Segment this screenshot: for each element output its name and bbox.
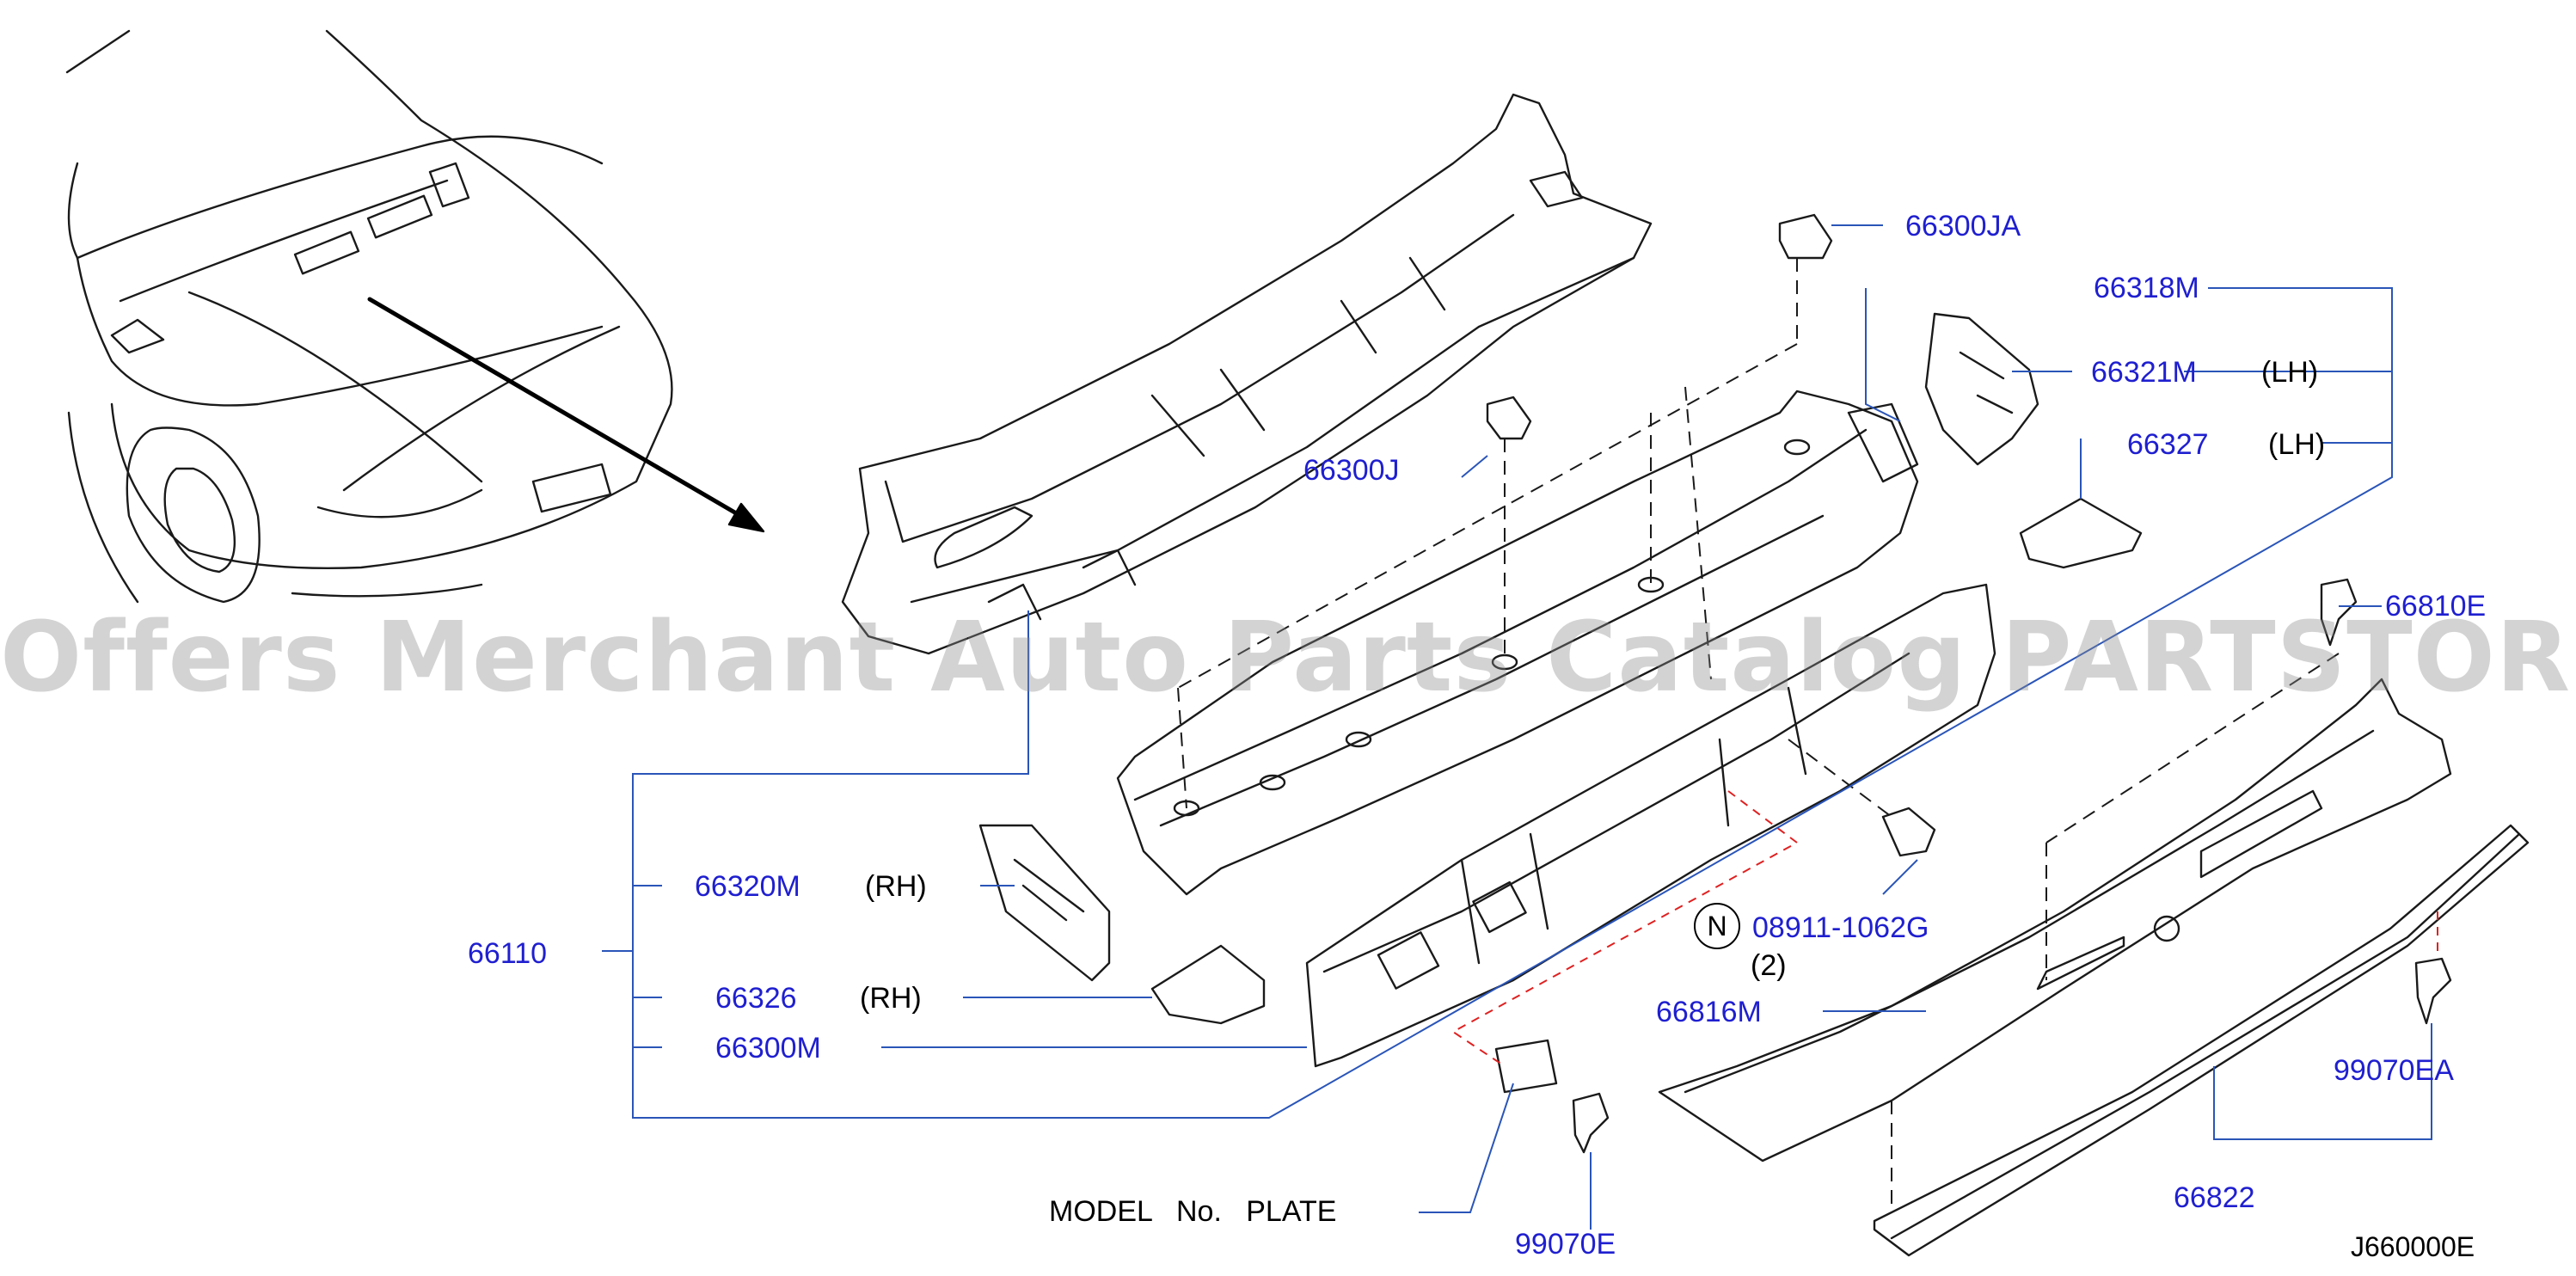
part-label-66318m[interactable]: 66318M (2094, 272, 2199, 304)
part-label-99070e[interactable]: 99070E (1515, 1228, 1616, 1261)
part-label-66110[interactable]: 66110 (468, 937, 548, 970)
part-label-66300j[interactable]: 66300J (1303, 454, 1400, 487)
model-number-plate-label: MODEL No. PLATE (1049, 1195, 1337, 1228)
cowl-top-cover (1658, 678, 2452, 1163)
side-label-66320m: (RH) (865, 870, 927, 903)
diagram-code: J660000E (2351, 1231, 2475, 1262)
side-label-66327: (LH) (2268, 428, 2326, 461)
part-label-66327[interactable]: 66327 (2127, 428, 2209, 461)
model-plate-outline (1451, 790, 2438, 1067)
part-label-66326[interactable]: 66326 (715, 982, 797, 1015)
part-label-66320m[interactable]: 66320M (695, 870, 800, 903)
cowl-top-panel (841, 93, 1653, 655)
side-label-66321m: (LH) (2261, 356, 2319, 389)
n-symbol-icon: N (1694, 903, 1740, 949)
part-label-08911-1062g[interactable]: 08911-1062G (1752, 911, 1929, 944)
part-label-66321m[interactable]: 66321M (2091, 356, 2197, 389)
watermark-text: Offers Merchant Auto Parts Catalog PARTS… (0, 602, 2576, 714)
leader-lines (602, 224, 2432, 1230)
quantity-label-08911: (2) (1751, 949, 1787, 982)
car-front-illustration (65, 29, 673, 604)
part-label-66816m[interactable]: 66816M (1656, 996, 1762, 1028)
clips (1486, 213, 2452, 1154)
seal-strip (1873, 824, 2530, 1257)
assembly-dash-lines (1177, 258, 2340, 1212)
part-label-99070ea[interactable]: 99070EA (2334, 1054, 2454, 1087)
part-label-66810e[interactable]: 66810E (2385, 590, 2487, 623)
dash-panel-lower (1305, 583, 1996, 1068)
part-label-66300ja[interactable]: 66300JA (1905, 210, 2021, 242)
dash-cross-member-upper (1116, 390, 1919, 896)
part-label-66300m[interactable]: 66300M (715, 1032, 821, 1064)
direction-arrow-icon (367, 297, 765, 533)
part-label-66822[interactable]: 66822 (2174, 1181, 2255, 1214)
side-label-66326: (RH) (860, 982, 922, 1015)
